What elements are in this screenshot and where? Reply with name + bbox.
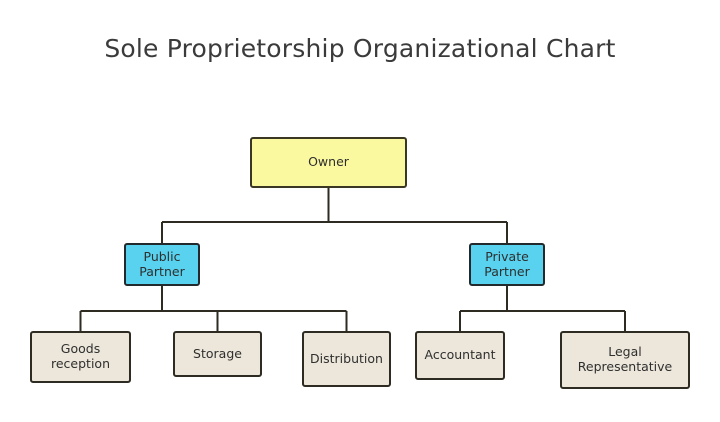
org-node-label: Private Partner	[484, 248, 530, 279]
org-node-label: Distribution	[310, 350, 383, 366]
org-node-label: Public Partner	[139, 248, 185, 279]
org-node-legal-representative[interactable]: Legal Representative	[560, 331, 690, 389]
org-node-distribution[interactable]: Distribution	[302, 331, 391, 387]
org-node-goods-reception[interactable]: Goods reception	[30, 331, 131, 383]
org-node-label: Legal Representative	[577, 344, 673, 374]
org-node-label: Owner	[308, 154, 349, 170]
org-node-public-partner[interactable]: Public Partner	[124, 243, 200, 286]
org-node-label: Goods reception	[51, 341, 110, 371]
org-node-storage[interactable]: Storage	[173, 331, 262, 377]
org-node-accountant[interactable]: Accountant	[415, 331, 505, 380]
chart-title: Sole Proprietorship Organizational Chart	[104, 34, 616, 63]
org-node-owner[interactable]: Owner	[250, 137, 407, 188]
org-node-private-partner[interactable]: Private Partner	[469, 243, 545, 286]
org-node-label: Storage	[193, 345, 242, 361]
org-node-label: Accountant	[424, 347, 496, 363]
